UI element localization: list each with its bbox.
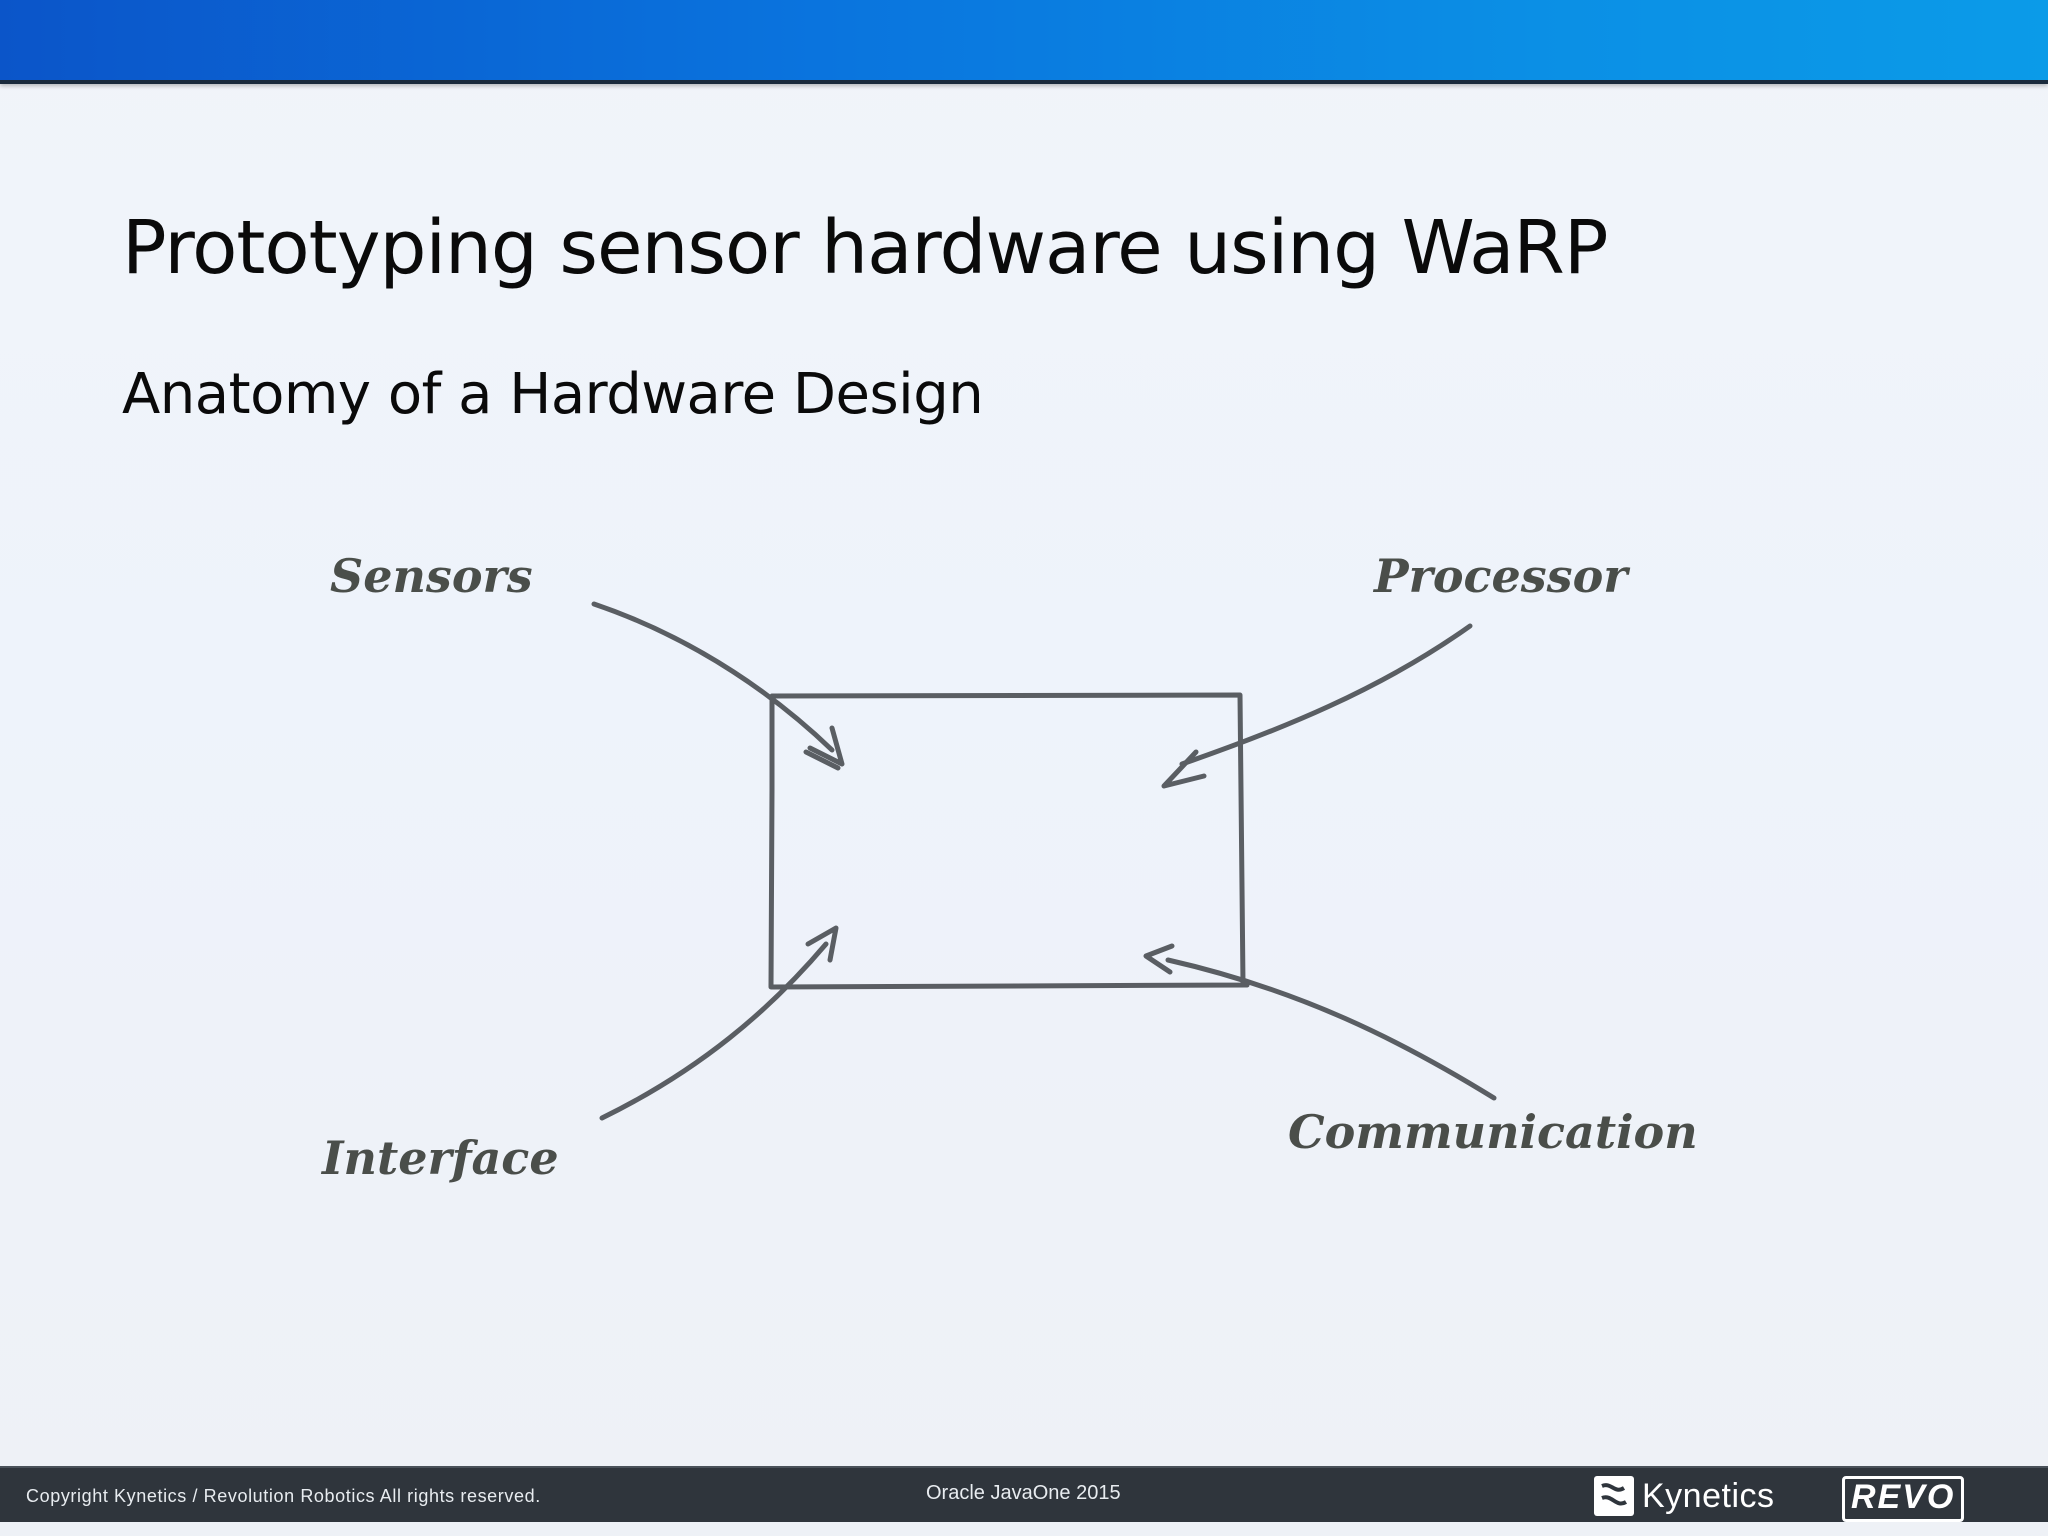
slide-title: Prototyping sensor hardware using WaRP xyxy=(122,205,1608,291)
header-bar xyxy=(0,0,2048,84)
interface-label: Interface xyxy=(320,1131,559,1185)
event-text: Oracle JavaOne 2015 xyxy=(926,1482,1121,1504)
processor-arrowhead xyxy=(1161,749,1207,789)
communication-arrowhead xyxy=(1143,943,1175,975)
processor-label: Processor xyxy=(1372,549,1631,603)
sensors-arrowhead xyxy=(803,725,845,771)
communication-arrow xyxy=(1165,957,1497,1101)
kynetics-mark-icon xyxy=(1594,1476,1634,1516)
kynetics-logo: Kynetics xyxy=(1594,1474,1775,1518)
central-box xyxy=(768,692,1250,990)
slide-subtitle: Anatomy of a Hardware Design xyxy=(122,362,984,427)
kynetics-wordmark: Kynetics xyxy=(1642,1476,1775,1515)
sensors-arrow xyxy=(591,601,835,753)
interface-arrow xyxy=(599,941,829,1121)
communication-label: Communication xyxy=(1288,1105,1698,1159)
processor-arrow xyxy=(1179,623,1473,767)
sensors-label: Sensors xyxy=(330,549,533,603)
revo-logo: REVO xyxy=(1842,1476,1965,1522)
interface-arrowhead xyxy=(805,925,839,963)
copyright-text: Copyright Kynetics / Revolution Robotics… xyxy=(26,1486,541,1506)
footer-bar: Copyright Kynetics / Revolution Robotics… xyxy=(0,1466,2048,1522)
